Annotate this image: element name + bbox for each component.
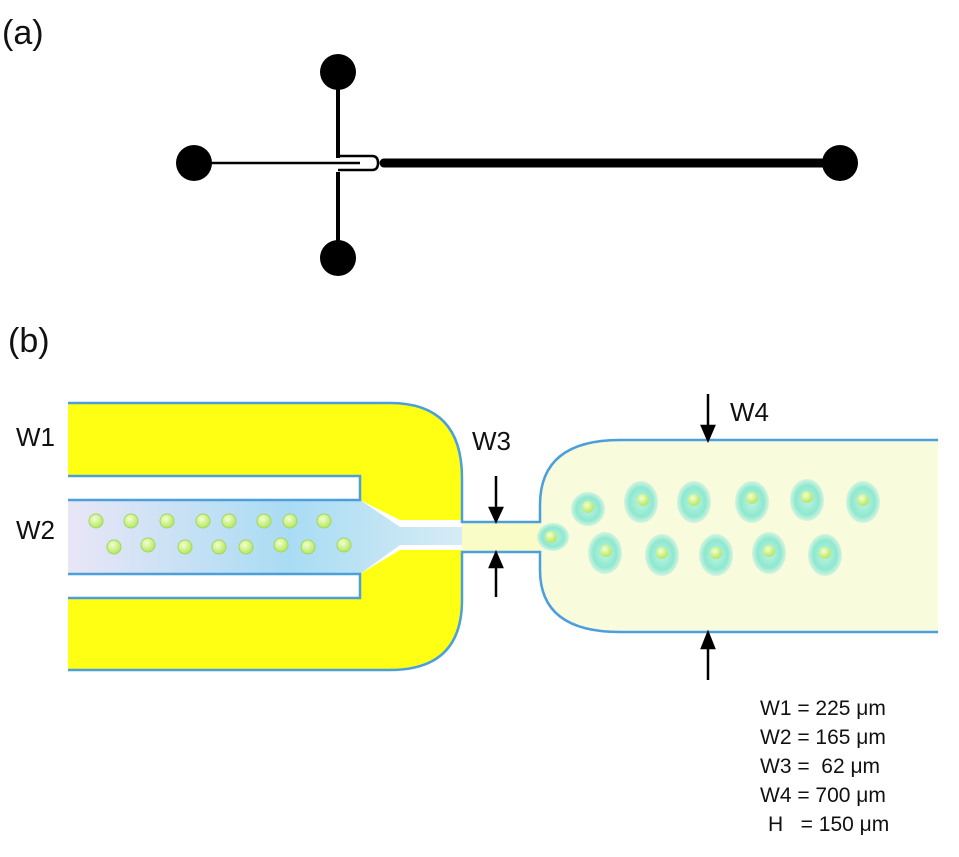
w1-label: W1	[16, 422, 55, 452]
droplets-inlet	[88, 513, 352, 555]
droplet	[88, 513, 104, 529]
w4-arrows	[700, 394, 716, 680]
encapsulated-droplet	[846, 481, 880, 523]
droplet	[256, 513, 272, 529]
droplet	[316, 513, 332, 529]
outlet-port	[822, 145, 858, 181]
w2-label: W2	[16, 515, 55, 545]
droplet	[177, 539, 193, 555]
wall-top-outer	[68, 401, 938, 524]
channel-walls	[68, 401, 938, 672]
dimension-w1: W1 = 225 μm	[760, 697, 886, 720]
encapsulated-droplet	[571, 492, 605, 526]
droplet	[195, 513, 211, 529]
droplet	[336, 537, 352, 553]
droplet	[221, 513, 237, 529]
encapsulated-droplet	[537, 523, 569, 551]
constriction-fluid	[462, 522, 540, 552]
wall-sheath-bottom-inner	[68, 572, 362, 600]
wall-sheath-top-inner	[68, 474, 362, 502]
dimension-h: H = 150 μm	[768, 813, 890, 836]
wall-bottom-outer	[68, 550, 938, 672]
w3-arrows	[488, 476, 504, 597]
encapsulated-droplet	[735, 481, 769, 523]
droplet	[159, 513, 175, 529]
droplet	[273, 537, 289, 553]
droplet	[140, 537, 156, 553]
encapsulated-droplet	[645, 534, 679, 576]
encapsulated-droplet	[752, 532, 786, 574]
chip-layout	[176, 54, 858, 276]
encapsulated-droplet	[677, 481, 711, 523]
droplet	[123, 513, 139, 529]
encapsulated-droplet	[808, 534, 842, 576]
dimension-w3: W3 = 62 μm	[760, 755, 881, 778]
panel-a-label: (a)	[2, 14, 44, 52]
sheath-fluid-bottom	[68, 550, 462, 670]
encapsulated-droplet	[790, 479, 824, 521]
panel-b-label: (b)	[8, 322, 50, 360]
sheath-fluid-top	[68, 403, 462, 520]
droplet	[106, 539, 122, 555]
inlet-port-top	[320, 54, 356, 90]
encapsulated-droplet	[624, 481, 658, 523]
junction-outline	[338, 154, 380, 172]
inlet-port-bottom	[320, 240, 356, 276]
encapsulated-droplet	[699, 534, 733, 576]
encapsulated-droplet	[588, 532, 622, 574]
droplet	[238, 539, 254, 555]
inlet-port-left	[176, 145, 212, 181]
droplets-outlet	[537, 479, 880, 576]
dimension-w2: W2 = 165 μm	[760, 726, 886, 749]
droplet	[300, 539, 316, 555]
flow-focusing-junction	[68, 394, 938, 680]
w4-label: W4	[730, 397, 769, 427]
droplet	[211, 539, 227, 555]
dimension-w4: W4 = 700 μm	[760, 784, 886, 807]
droplet	[282, 513, 298, 529]
w3-label: W3	[472, 426, 511, 456]
